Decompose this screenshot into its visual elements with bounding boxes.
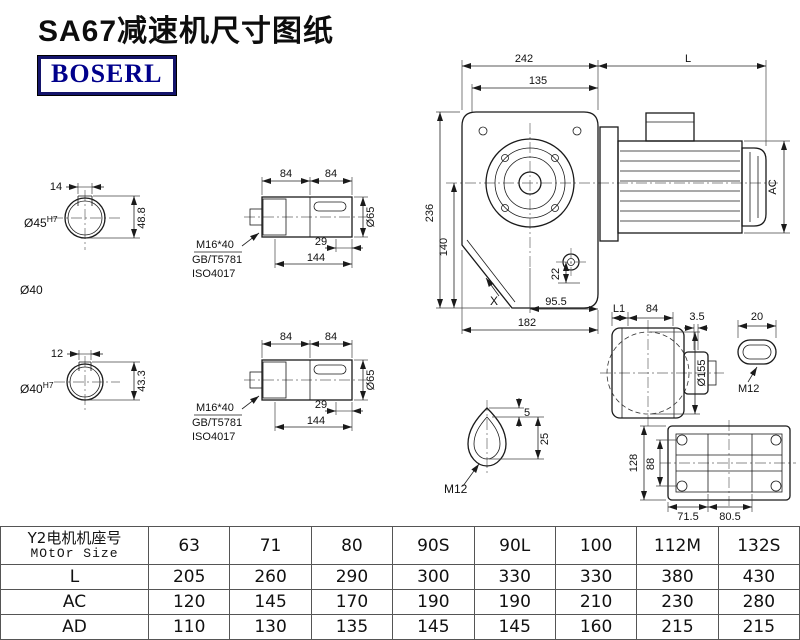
size-71: 71 [229,526,312,565]
value-cell: 330 [473,564,556,590]
hollow-shaft-profile [737,339,777,365]
value-cell: 170 [310,589,394,615]
motor-size-table: Y2电机机座号 MOtOr Size 63 71 80 90S 90L 100 … [0,526,800,640]
dim-95-5: 95.5 [545,296,566,308]
dim-236: 236 [424,204,436,222]
label-m12-section: M12 [444,482,468,496]
dim-43-3: 43.3 [136,370,148,391]
dim-L1: L1 [613,303,625,315]
terminal-box [645,112,695,142]
dim-22: 22 [550,268,562,280]
dim-48-8: 48.8 [136,207,148,228]
dim-25: 25 [539,433,551,445]
value-cell: 190 [473,589,556,615]
dim-242: 242 [515,53,533,65]
size-132S: 132S [717,526,800,565]
dim-key-width-12: 12 [51,348,63,360]
value-cell: 280 [717,589,800,615]
size-100: 100 [554,526,638,565]
value-cell: 380 [636,564,719,590]
label-m12-side: M12 [738,383,759,395]
dim-5: 5 [524,407,530,419]
dim-182: 182 [518,317,536,329]
dim-135: 135 [529,75,547,87]
size-80: 80 [310,526,394,565]
dim-20: 20 [751,311,763,323]
value-cell: 205 [147,564,231,590]
dim-80-5: 80.5 [719,511,740,523]
value-cell: 160 [554,614,638,640]
value-cell: 215 [717,614,800,640]
table-row-L: L 205 260 290 300 330 330 380 430 [0,564,800,590]
dim-84-side: 84 [646,303,658,315]
dim-71-5: 71.5 [677,511,698,523]
row-label-AD: AD [0,614,149,640]
label-X-mark: X [490,294,498,308]
main-assembly-view: 242 L 135 236 140 AC 22 95.5 182 X [424,53,790,334]
dim-140: 140 [438,238,450,256]
value-cell: 330 [554,564,638,590]
value-cell: 145 [229,589,312,615]
dim-AC: AC [767,179,779,194]
value-cell: 290 [310,564,394,590]
value-cell: 300 [392,564,475,590]
dim-128: 128 [628,454,640,472]
dim-88: 88 [645,458,657,470]
label-dia40: Ø40 [20,283,43,297]
row-label-L: L [0,564,149,590]
dim-L: L [685,53,691,65]
table-row-header: Y2电机机座号 MOtOr Size 63 71 80 90S 90L 100 … [0,526,800,565]
row-label-AC: AC [0,589,149,615]
value-cell: 145 [392,614,475,640]
header-motor-size-cell: Y2电机机座号 MOtOr Size [0,526,149,565]
motor-fins [620,150,740,222]
value-cell: 260 [229,564,312,590]
shaft-end-view-45: 14 48.8 Ø45H7 [24,181,148,250]
value-cell: 110 [147,614,231,640]
dim-key-width-14: 14 [50,181,62,193]
size-112M: 112M [636,526,719,565]
header-motor-size-en: MOtOr Size [30,545,119,561]
section-x-view: 5 25 M12 [444,398,551,496]
label-dia45h7: Ø45H7 [24,214,58,230]
value-cell: 130 [229,614,312,640]
value-cell: 230 [636,589,719,615]
side-view: L1 84 3.5 20 Ø155 M12 [600,303,777,428]
dim-dia155: Ø155 [696,360,708,387]
size-63: 63 [147,526,231,565]
bottom-view: 128 88 71.5 80.5 [628,420,796,523]
table-row-AD: AD 110 130 135 145 145 160 215 215 [0,614,800,640]
dim-3-5: 3.5 [689,311,704,323]
value-cell: 190 [392,589,475,615]
value-cell: 210 [554,589,638,615]
page-title: SA67减速机尺寸图纸 [38,15,335,48]
fan-cover [741,147,767,227]
value-cell: 145 [473,614,556,640]
table-row-AC: AC 120 145 170 190 190 210 230 280 [0,589,800,615]
value-cell: 430 [717,564,800,590]
shaft-end-view-40: 12 43.3 Ø40H7 [20,348,148,412]
header-motor-size-cn: Y2电机机座号 [27,528,122,547]
size-90L: 90L [473,526,556,565]
label-dia40h7: Ø40H7 [20,380,54,396]
boserl-logo: BOSERL [37,55,177,96]
value-cell: 215 [636,614,719,640]
value-cell: 120 [147,589,231,615]
size-90S: 90S [392,526,475,565]
value-cell: 135 [310,614,394,640]
